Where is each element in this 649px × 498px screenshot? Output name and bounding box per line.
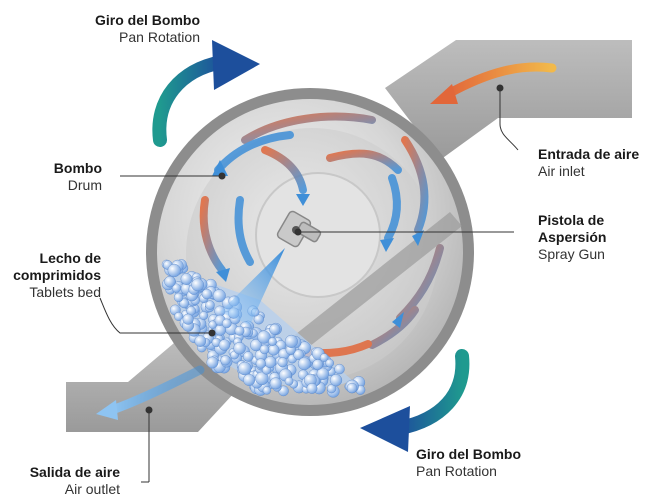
tablet (199, 311, 209, 320)
tablet (284, 334, 298, 348)
tablet (191, 278, 205, 292)
tablet (277, 357, 288, 368)
label-tablets-bed: Lecho de comprimidos Tablets bed (0, 250, 101, 301)
tablet (233, 342, 246, 355)
label-spray-gun-en: Spray Gun (538, 246, 605, 262)
label-spray-gun: Pistola de Aspersión Spray Gun (538, 212, 646, 263)
tablet (346, 382, 358, 394)
tablet (179, 298, 190, 309)
tablet (269, 377, 282, 390)
tablet (182, 313, 194, 325)
tablet (284, 376, 294, 386)
tablet (268, 344, 280, 356)
label-drum: Bombo Drum (20, 160, 102, 194)
spray-cone (220, 248, 285, 325)
tablet (218, 339, 231, 351)
tablet (316, 367, 329, 380)
tablet (253, 314, 264, 325)
label-air-inlet: Entrada de aire Air inlet (538, 146, 648, 180)
tablet (297, 357, 311, 371)
tablet (205, 300, 215, 310)
label-pan-rotation-top-en: Pan Rotation (119, 29, 200, 45)
leader-lines (99, 84, 519, 483)
outlet-air-arrow (107, 365, 205, 415)
label-spray-gun-es-2: Aspersión (538, 229, 607, 245)
pan-rotation-arrow-top (152, 55, 229, 147)
tablet (293, 349, 304, 361)
tablet (164, 276, 176, 288)
tablet (212, 289, 226, 303)
tablet (167, 263, 181, 278)
label-air-outlet-en: Air outlet (64, 481, 120, 497)
tablet (319, 353, 329, 362)
label-air-outlet: Salida de aire Air outlet (10, 464, 120, 498)
pan-rotation-arrowhead-bottom (360, 406, 410, 452)
pan-rotation-arrowhead-top (212, 40, 260, 90)
tablet (194, 335, 207, 347)
label-pan-rotation-bottom: Giro del Bombo Pan Rotation (416, 446, 566, 480)
internal-arrowheads (212, 160, 424, 328)
tablet (255, 358, 266, 369)
tablet (262, 386, 272, 395)
tablet (257, 330, 271, 344)
tablet (325, 358, 335, 368)
tablet (312, 359, 324, 370)
tablet (269, 323, 281, 335)
label-tablets-bed-es-2: comprimidos (13, 267, 101, 283)
tablet (234, 325, 245, 336)
label-pan-rotation-bottom-es: Giro del Bombo (416, 446, 521, 462)
label-air-inlet-en: Air inlet (538, 163, 585, 179)
label-spray-gun-es-1: Pistola de (538, 212, 605, 228)
tablet (237, 361, 252, 376)
tablet (180, 273, 193, 285)
internal-air-flow-arrows (199, 112, 444, 358)
tablet (264, 356, 277, 369)
tablet (221, 318, 232, 329)
tablet (306, 382, 318, 394)
air-inlet-duct (385, 40, 632, 160)
tablet (206, 356, 219, 369)
tablet (259, 344, 270, 355)
tablet (174, 312, 184, 322)
outlet-arrowhead (96, 400, 118, 420)
label-air-inlet-es: Entrada de aire (538, 146, 640, 162)
tablet (208, 320, 217, 329)
spray-gun-nozzle (276, 210, 322, 248)
label-air-outlet-es: Salida de aire (29, 464, 120, 480)
tablet (242, 351, 254, 362)
label-tablets-bed-en: Tablets bed (29, 284, 101, 300)
tablet (255, 371, 269, 386)
tablet (220, 355, 231, 366)
label-pan-rotation-bottom-en: Pan Rotation (416, 463, 497, 479)
label-pan-rotation-top-es: Giro del Bombo (95, 12, 200, 28)
label-drum-es: Bombo (53, 160, 102, 176)
tablet (171, 283, 182, 293)
tablet (329, 374, 343, 387)
pan-rotation-arrow-bottom (393, 349, 470, 435)
inlet-hot-air-arrow (443, 62, 557, 99)
label-drum-en: Drum (67, 177, 102, 193)
tablet (268, 337, 277, 346)
inlet-arrowhead (430, 84, 458, 104)
tablet (173, 292, 184, 303)
label-pan-rotation-top: Giro del Bombo Pan Rotation (40, 12, 200, 46)
label-tablets-bed-es-1: Lecho de (39, 250, 101, 266)
tablet (334, 363, 345, 375)
tablet (243, 373, 256, 386)
tablet (201, 288, 213, 300)
